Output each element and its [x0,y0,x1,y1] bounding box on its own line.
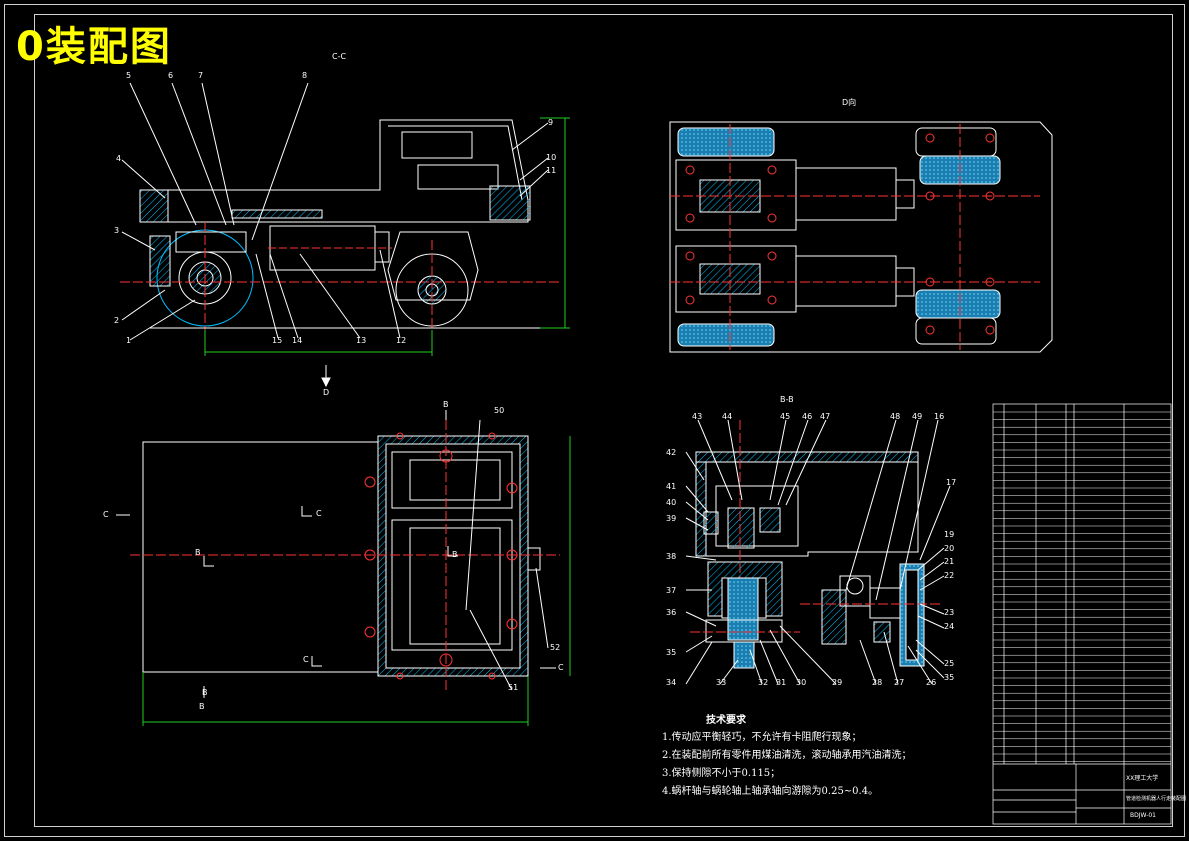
view-bb [685,419,951,685]
tech-requirement-item: 4.蜗杆轴与蜗轮轴上轴承轴向游隙为0.25~0.4。 [662,786,879,797]
view-label-bb: B-B [780,395,794,404]
balloon: 52 [550,643,561,652]
balloon: 19 [944,530,955,539]
balloon: 40 [666,498,677,507]
balloon: 20 [944,544,955,553]
balloon: 22 [944,571,955,580]
balloon: 29 [832,678,843,687]
balloon: 26 [926,678,937,687]
balloon: 51 [508,683,519,692]
balloon: 6 [168,71,174,80]
balloon: 34 [666,678,677,687]
view-plan [116,410,571,726]
balloon: 43 [692,412,703,421]
balloon: 27 [894,678,905,687]
parts-table-rows [993,411,1171,762]
balloon: 8 [302,71,308,80]
balloon: 24 [944,622,955,631]
section-mark-b: B [199,702,205,711]
view-cc [120,82,570,388]
balloon: 37 [666,586,677,595]
balloon: 47 [820,412,831,421]
section-mark-b: B [202,688,208,697]
section-mark-c: C [103,510,109,519]
balloon: 49 [912,412,923,421]
balloon: 23 [944,608,955,617]
balloon: 17 [946,478,957,487]
balloon: 48 [890,412,901,421]
tech-requirement-item: 2.在装配前所有零件用煤油清洗，滚动轴承用汽油清洗； [662,750,912,761]
view-label-cc: C-C [332,52,347,61]
balloon: 15 [272,336,283,345]
balloon: 39 [666,514,677,523]
view-arrow-d: D [323,388,330,397]
balloon: 32 [758,678,769,687]
balloon: 11 [546,166,557,175]
balloon: 16 [934,412,945,421]
balloon: 4 [116,154,122,163]
balloon: 10 [546,153,557,162]
balloon: 50 [494,406,505,415]
title-block-company: XX理工大学 [1126,775,1159,782]
balloon: 5 [126,71,132,80]
balloon: 41 [666,482,677,491]
balloon: 35 [944,673,955,682]
balloon: 7 [198,71,204,80]
balloon: 45 [780,412,791,421]
balloon: 30 [796,678,807,687]
view-label-d: D向 [842,98,857,107]
section-mark-b: B [452,550,458,559]
balloon: 36 [666,608,677,617]
balloon: 31 [776,678,787,687]
balloon: 2 [114,316,120,325]
parts-table [992,403,1172,825]
outer-frame [4,4,1185,837]
title-block-drawing-name: 管道检测机器人行走装配图 [1126,796,1187,802]
balloon: 46 [802,412,813,421]
section-mark-b: B [195,548,201,557]
balloon: 13 [356,336,367,345]
view-d [669,121,1053,353]
drawing-title: 0装配图 [16,24,172,70]
balloon: 33 [716,678,727,687]
section-mark-c: C [558,663,564,672]
balloon: 28 [872,678,883,687]
balloon: 44 [722,412,733,421]
balloon: 21 [944,557,955,566]
tech-requirement-item: 1.传动应平衡轻巧，不允许有卡阻爬行现象； [662,732,862,743]
tech-requirements-heading: 技术要求 [706,715,746,726]
balloon: 9 [548,118,554,127]
balloon: 42 [666,448,677,457]
balloon: 12 [396,336,407,345]
section-mark-c: C [303,655,309,664]
balloon: 25 [944,659,955,668]
inner-frame [34,14,1173,827]
balloon: 35 [666,648,677,657]
balloon: 38 [666,552,677,561]
tech-requirement-item: 3.保持侧隙不小于0.115； [662,768,781,779]
section-mark-c: C [316,509,322,518]
balloon: 3 [114,226,120,235]
balloon: 14 [292,336,303,345]
title-block-code: BDJW-01 [1130,812,1156,819]
balloon: 1 [126,336,132,345]
section-mark-b: B [443,400,449,409]
